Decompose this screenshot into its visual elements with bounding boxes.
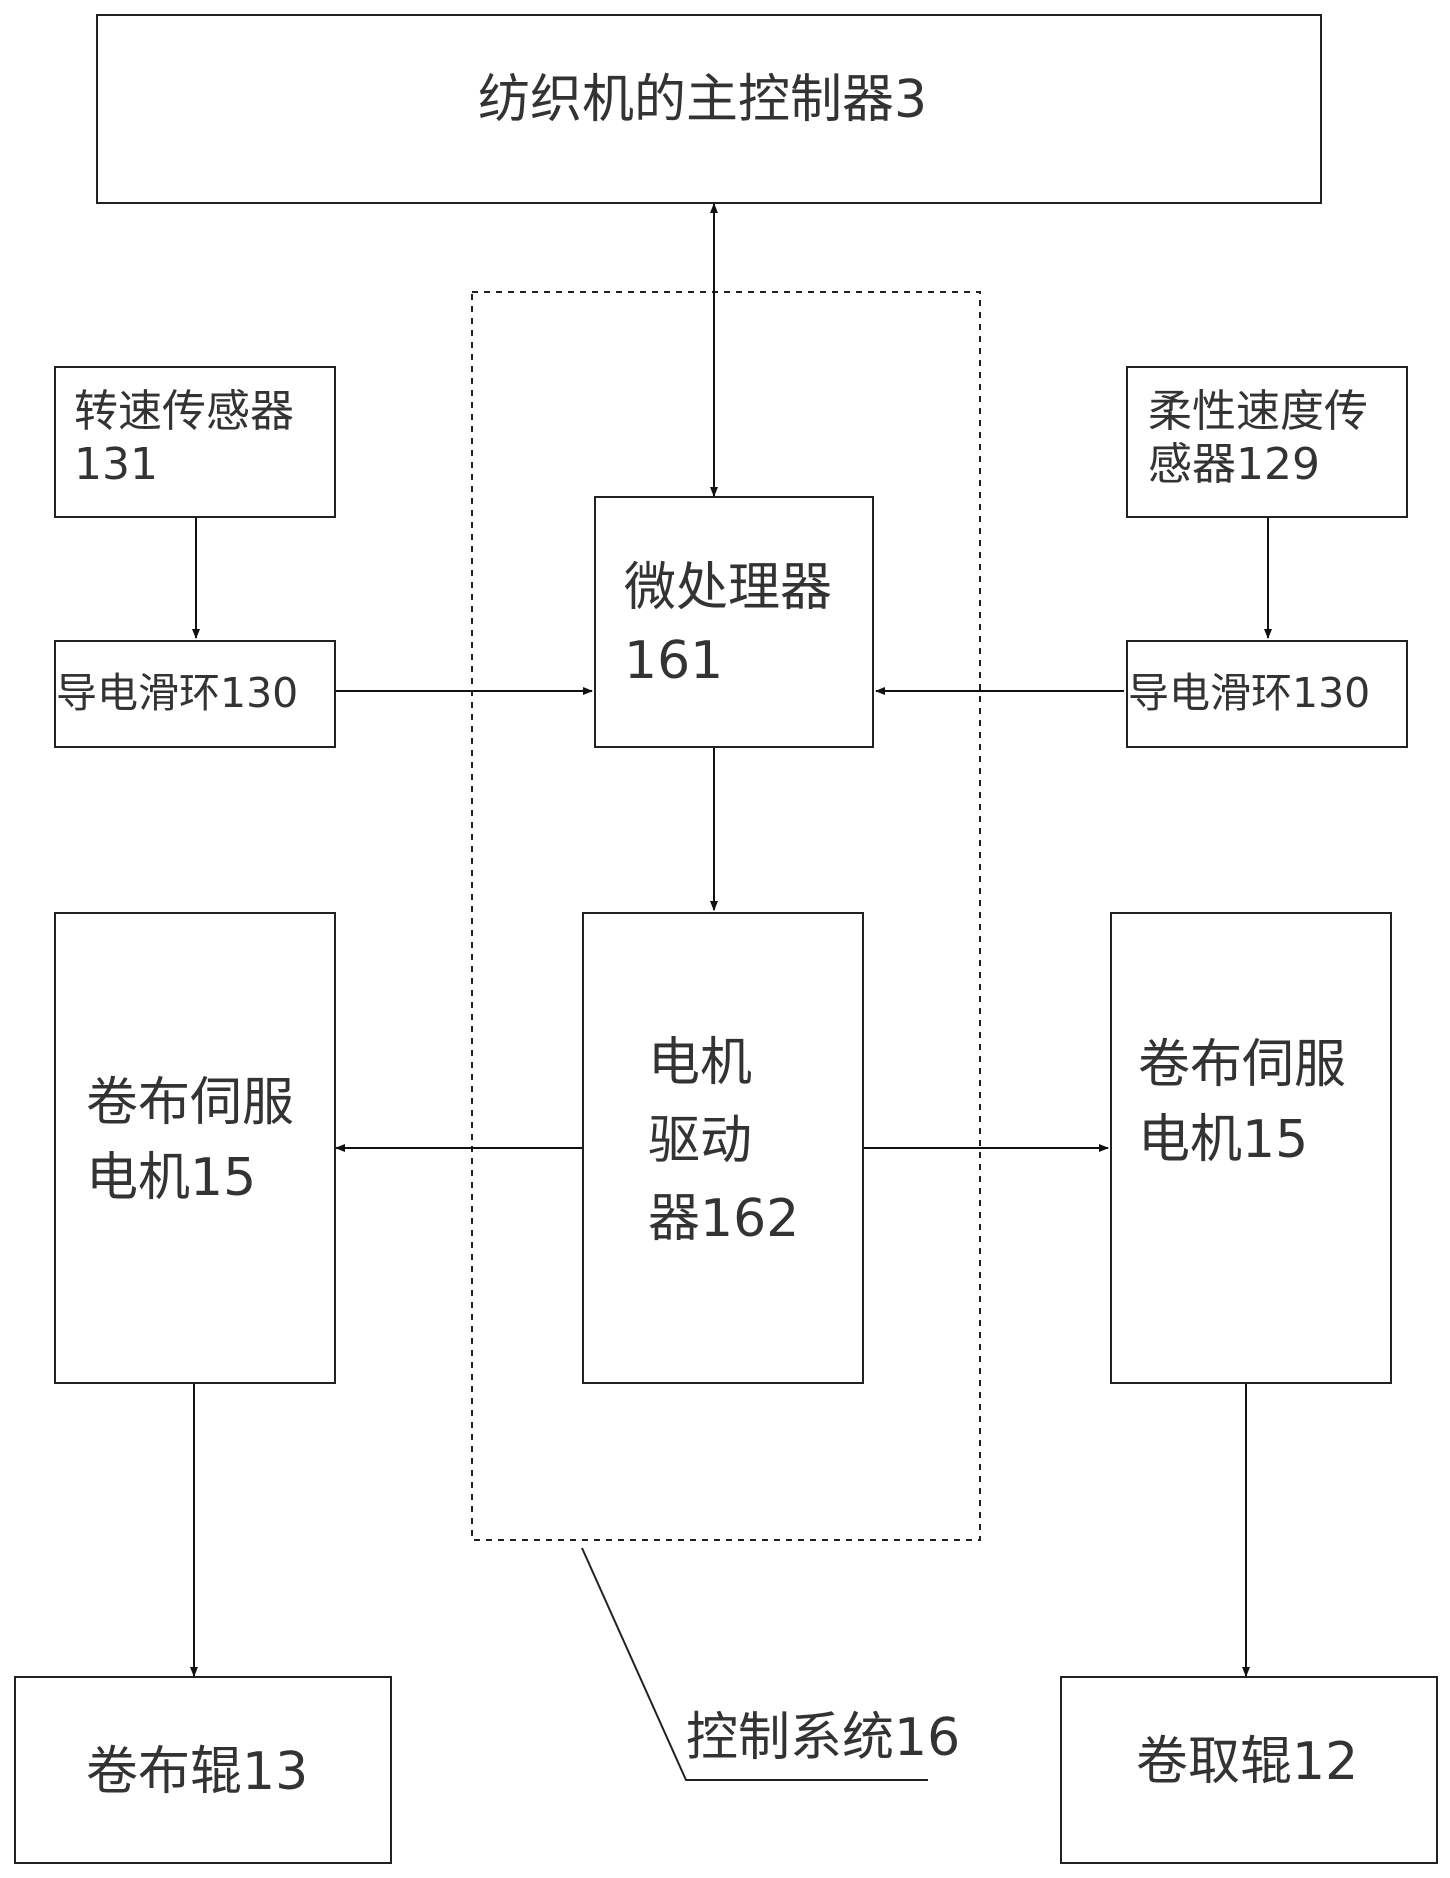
control-system-leader: [581, 1547, 928, 1781]
cloth-roller-box: 卷布辊13: [14, 1676, 392, 1864]
servo-motor-right-box: 卷布伺服 电机15: [1110, 912, 1392, 1384]
servo-motor-left-box: 卷布伺服 电机15: [54, 912, 336, 1384]
slip-ring-right-box: 导电滑环130: [1126, 640, 1408, 748]
flex-speed-sensor-label: 柔性速度传 感器129: [1148, 386, 1368, 490]
servo-motor-left-label: 卷布伺服 电机15: [86, 1073, 295, 1209]
slip-ring-left-box: 导电滑环130: [54, 640, 336, 748]
slip-ring-left-label: 导电滑环130: [56, 669, 299, 717]
takeup-roller-box: 卷取辊12: [1060, 1676, 1438, 1864]
main-controller-label: 纺织机的主控制器3: [478, 70, 928, 130]
motor-driver-label: 电机 驱动 器162: [648, 1033, 800, 1249]
motor-driver-box: 电机 驱动 器162: [582, 912, 864, 1384]
control-system-boundary: [471, 291, 981, 1541]
microprocessor-label: 微处理器 161: [624, 558, 833, 691]
slip-ring-right-label: 导电滑环130: [1128, 669, 1371, 717]
speed-sensor-box: 转速传感器 131: [54, 366, 336, 518]
takeup-roller-label: 卷取辊12: [1136, 1732, 1359, 1792]
cloth-roller-label: 卷布辊13: [86, 1742, 309, 1802]
servo-motor-right-label: 卷布伺服 电机15: [1138, 1035, 1347, 1171]
control-system-label: 控制系统16: [686, 1708, 961, 1768]
main-controller-box: 纺织机的主控制器3: [96, 14, 1322, 204]
microprocessor-box: 微处理器 161: [594, 496, 874, 748]
flex-speed-sensor-box: 柔性速度传 感器129: [1126, 366, 1408, 518]
speed-sensor-label: 转速传感器 131: [74, 386, 294, 490]
